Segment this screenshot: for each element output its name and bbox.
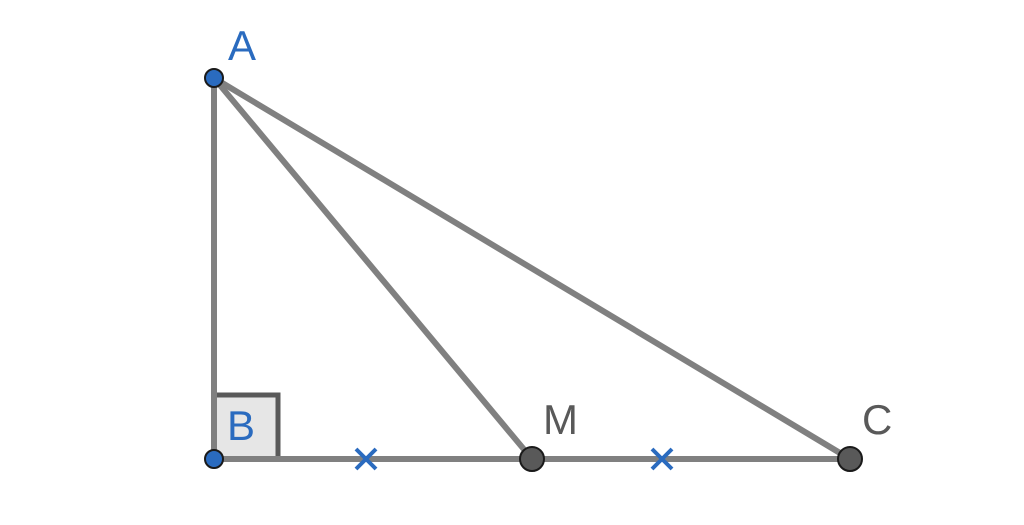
point-c (837, 446, 863, 472)
tick-mark-bm (354, 447, 378, 471)
tick-mark-mc (650, 447, 674, 471)
segment-am (211, 75, 535, 462)
point-b (204, 449, 224, 469)
segment-ac (211, 75, 853, 462)
label-m: M (543, 396, 578, 443)
label-c: C (862, 396, 892, 443)
label-b: B (227, 402, 255, 449)
point-m (519, 446, 545, 472)
label-a: A (228, 22, 256, 69)
point-a (204, 68, 224, 88)
